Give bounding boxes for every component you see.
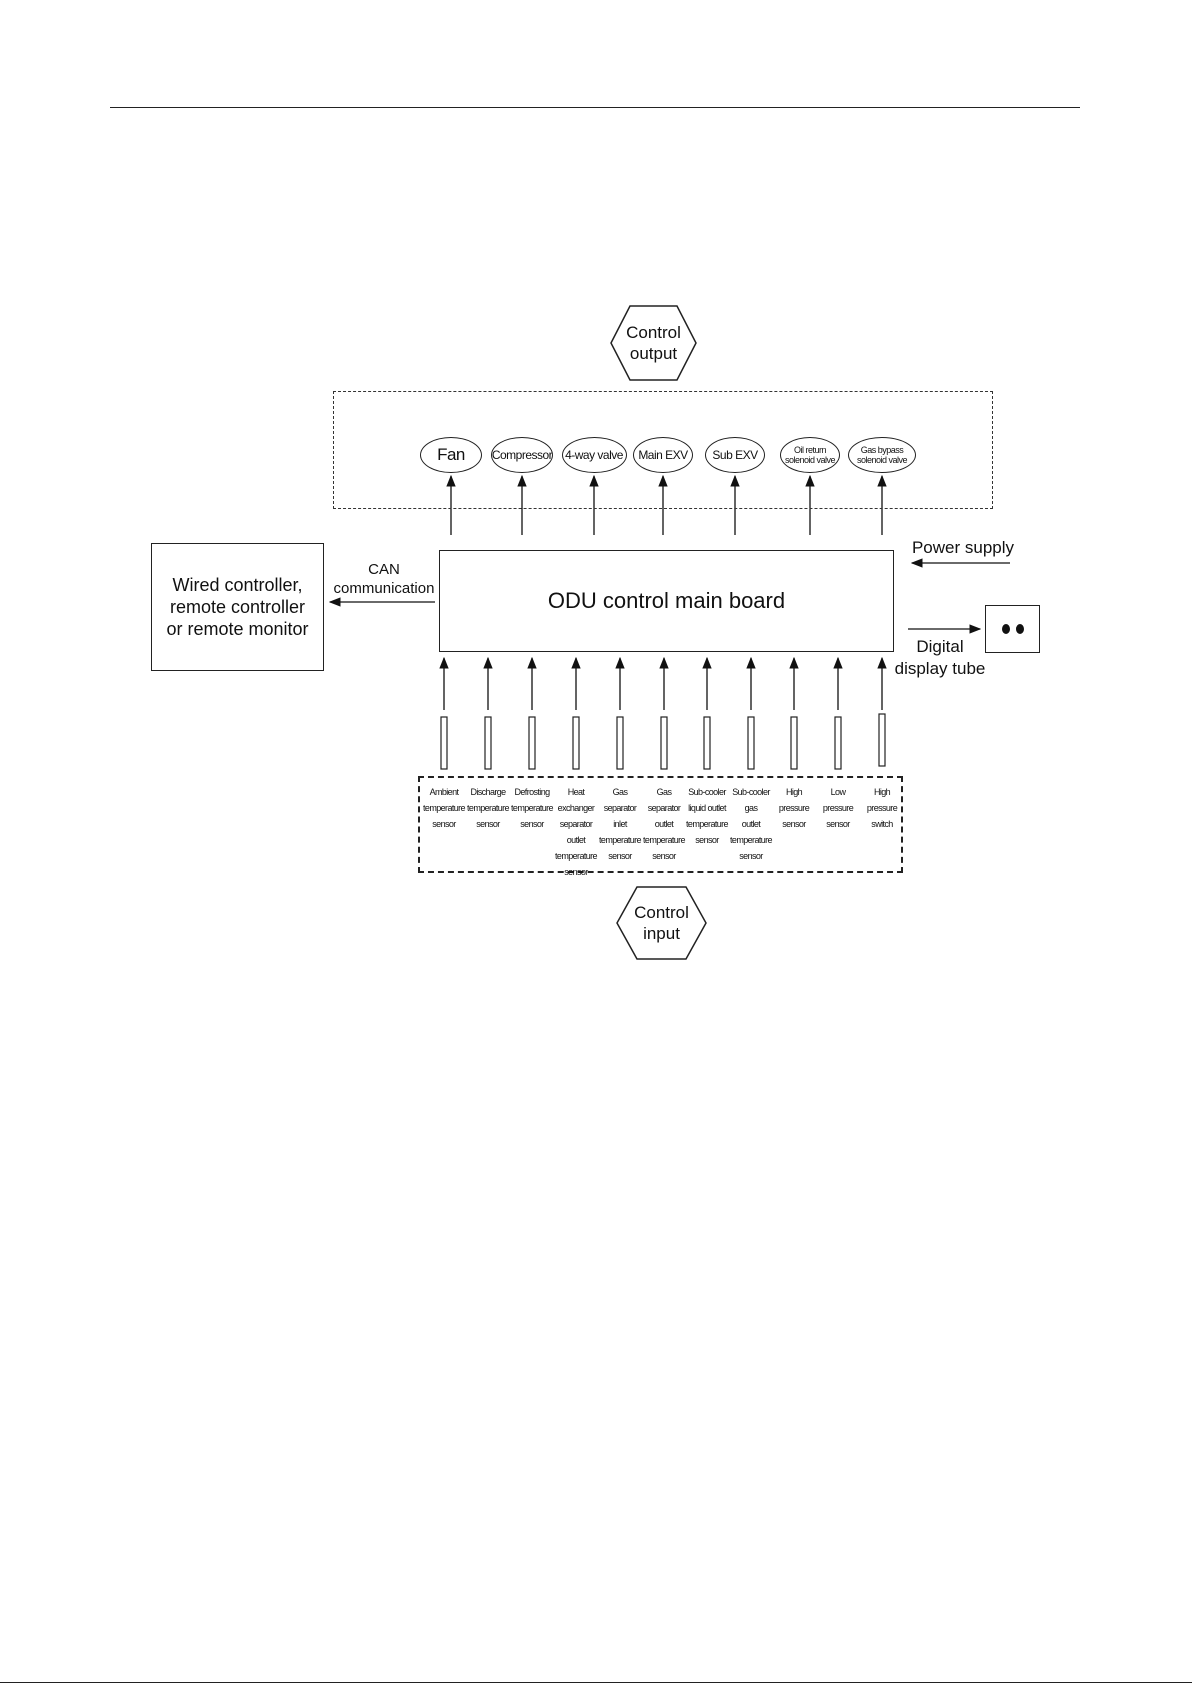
output-device-label: Oil return solenoid valve	[784, 445, 836, 465]
sensor-pin	[747, 716, 755, 770]
sensor-label: Ambient temperature sensor	[423, 787, 466, 829]
display-digit-dot	[1015, 624, 1024, 634]
output-device-label: Compressor	[491, 448, 553, 462]
output-device-label: Fan	[437, 445, 465, 464]
output-device: Main EXV	[633, 437, 693, 473]
wired-controller-label: Wired controller, remote controller or r…	[166, 575, 309, 639]
input-arrows	[439, 656, 887, 770]
output-device: Sub EXV	[705, 437, 765, 473]
sensor-pin	[703, 716, 711, 770]
sensor-pin	[528, 716, 536, 770]
sensor-label: Heat exchanger separator outlet temperat…	[555, 787, 598, 877]
sensor-pin	[440, 716, 448, 770]
output-device: Oil return solenoid valve	[780, 437, 840, 473]
control-input-group	[418, 776, 903, 873]
output-device-label: Gas bypass solenoid valve	[856, 445, 908, 465]
control-input-label: Control input	[634, 903, 689, 943]
output-device: Gas bypass solenoid valve	[848, 437, 916, 473]
control-output-group	[333, 391, 993, 509]
can-communication-label: CAN communication	[333, 561, 435, 597]
sensor-pin	[834, 716, 842, 770]
main-board-label: ODU control main board	[547, 588, 786, 613]
sensor-label: Sub-cooler gas outlet temperature sensor	[730, 787, 773, 861]
sensor-label: High pressure switch	[866, 787, 898, 829]
sensor-label: Gas separator inlet temperature sensor	[599, 787, 642, 861]
digital-display-tube	[985, 605, 1040, 653]
wired-controller-box: Wired controller, remote controller or r…	[151, 543, 324, 671]
sensor-pin	[616, 716, 624, 770]
output-device-label: Main EXV	[638, 448, 688, 462]
sensor-pin	[572, 716, 580, 770]
sensor-label: Low pressure sensor	[822, 787, 854, 829]
sensor-pin	[660, 716, 668, 770]
display-digit-dot	[1001, 624, 1010, 634]
sensor-label: High pressure sensor	[778, 787, 810, 829]
odu-main-board: ODU control main board	[439, 550, 894, 652]
header-rule	[110, 107, 1080, 108]
sensor-label: Discharge temperature sensor	[467, 787, 510, 829]
output-device: Fan	[420, 437, 482, 473]
output-device: 4-way valve	[561, 437, 627, 473]
output-arrows	[446, 474, 887, 535]
power-supply-label: Power supply	[911, 538, 1015, 557]
control-input-hexagon	[616, 886, 707, 960]
sensor-label: Sub-cooler liquid outlet temperature sen…	[686, 787, 729, 845]
output-device: Compressor	[491, 437, 553, 473]
digital-display-label: Digital display tube	[894, 637, 986, 678]
sensor-pin	[790, 716, 798, 770]
sensor-pin	[878, 713, 886, 767]
control-output-label: Control output	[626, 323, 681, 363]
footer-rule	[0, 1682, 1192, 1683]
sensor-label: Gas separator outlet temperature sensor	[643, 787, 686, 861]
output-device-label: Sub EXV	[712, 448, 758, 462]
control-output-hexagon	[610, 305, 697, 381]
output-device-label: 4-way valve	[565, 448, 623, 462]
sensor-pin	[484, 716, 492, 770]
sensor-label: Defrosting temperature sensor	[511, 787, 554, 829]
